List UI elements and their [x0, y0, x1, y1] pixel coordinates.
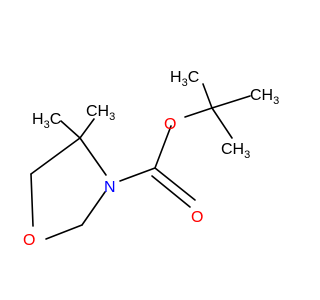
bond-ester-o-tbu: [184, 107, 213, 118]
bond-carbonyl-double-2: [151, 175, 191, 208]
bond-n-carbonyl: [119, 167, 156, 182]
atom-labels: O N O O H3C CH3 H3C CH3 CH3: [23, 69, 279, 249]
methyl-left-base: H: [32, 111, 44, 128]
bond-c2-o: [45, 224, 83, 240]
tbu-top-left-tail: C: [188, 69, 200, 86]
bond-c4-methyl-left: [60, 120, 81, 139]
bond-tbu-bottom: [211, 107, 233, 139]
tbu-bottom-sub: 3: [244, 149, 250, 161]
methyl-left-label: H3C: [32, 111, 61, 131]
bond-o-c5: [30, 173, 34, 227]
tbu-methyl-right-label: CH3: [250, 87, 279, 107]
ring-nitrogen-label: N: [104, 179, 116, 196]
tbu-right-sub: 3: [273, 95, 279, 107]
bond-c4-n: [79, 137, 107, 176]
bond-carbonyl-ester-o: [154, 125, 172, 169]
structure-diagram: O N O O H3C CH3 H3C CH3 CH3: [23, 69, 279, 249]
ester-oxygen-label: O: [164, 116, 176, 133]
tbu-methyl-bottom-label: CH3: [221, 141, 250, 161]
bonds: [30, 83, 251, 240]
tbu-right-base: CH: [250, 87, 273, 104]
bond-c5-c4: [30, 137, 81, 175]
methyl-right-sub: 3: [109, 111, 115, 123]
methyl-left-tail: C: [50, 111, 62, 128]
bond-carbonyl-double-1: [154, 167, 196, 201]
ring-oxygen-label: O: [23, 232, 35, 249]
tbu-bottom-base: CH: [221, 141, 244, 158]
methyl-left-sub: 3: [44, 119, 50, 131]
bond-tbu-right: [211, 95, 251, 109]
bond-n-c2: [81, 191, 106, 226]
bond-tbu-top-left: [202, 83, 213, 109]
bond-c4-methyl-right: [79, 118, 95, 139]
carbonyl-oxygen-label: O: [191, 209, 203, 226]
tbu-top-left-base: H: [170, 69, 182, 86]
tbu-top-left-sub: 3: [182, 77, 188, 89]
tbu-methyl-top-left-label: H3C: [170, 69, 199, 89]
methyl-right-label: CH3: [86, 103, 115, 123]
methyl-right-base: CH: [86, 103, 109, 120]
